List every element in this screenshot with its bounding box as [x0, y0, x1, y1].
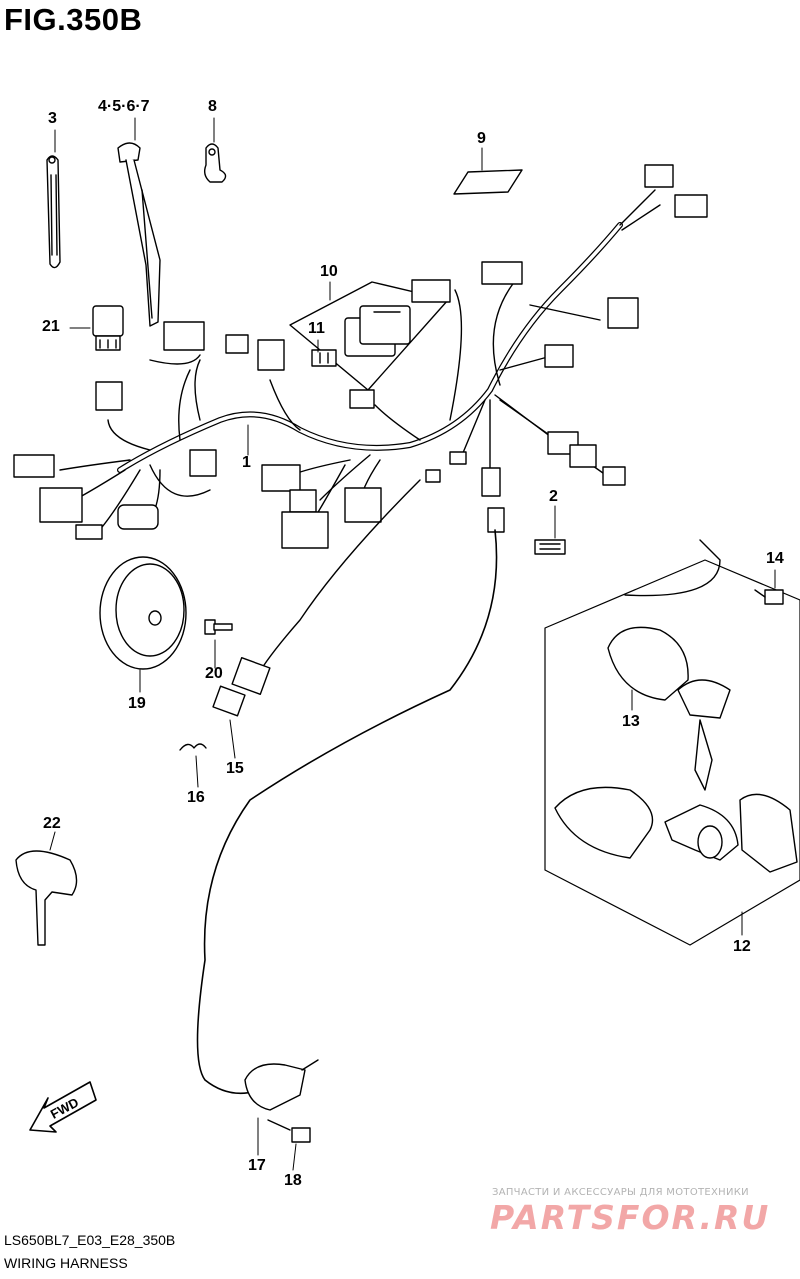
fwd-arrow-icon: FWD: [29, 1081, 97, 1133]
lock-set-box-part-12: [544, 559, 800, 946]
callout-21: 21: [42, 318, 60, 335]
label-part-9: [453, 169, 523, 195]
key-part-22: [15, 850, 78, 946]
screw-part-14: [754, 589, 784, 605]
callout-16: 16: [187, 789, 205, 806]
bolt-part-20: [204, 619, 233, 635]
callout-2: 2: [549, 488, 558, 505]
lock-cylinders: [554, 786, 798, 873]
callout-20: 20: [205, 665, 223, 682]
callout-22: 22: [43, 815, 61, 832]
diagram-section-title: WIRING HARNESS: [4, 1255, 128, 1271]
bolt-part-18: [267, 1119, 311, 1143]
callout-leaders: [49, 117, 776, 1171]
relay-box-part-10: [289, 281, 449, 391]
harness-connectors: [13, 164, 708, 549]
clamp-part-4-7: [117, 142, 161, 327]
relay-part-21: [92, 305, 124, 351]
callout-15: 15: [226, 760, 244, 777]
callout-4-7: 4·5·6·7: [98, 98, 150, 115]
clamp-part-8: [203, 143, 227, 183]
rear-switch-cable: [196, 529, 498, 1095]
switch-part-15: [179, 479, 421, 751]
callout-9: 9: [477, 130, 486, 147]
figure-title: FIG.350B: [4, 2, 143, 37]
diagram-code: LS650BL7_E03_E28_350B: [4, 1232, 176, 1248]
ignition-switch-part-13: [607, 539, 731, 791]
callout-10: 10: [320, 263, 338, 280]
callout-3: 3: [48, 110, 57, 127]
watermark-brand: PARTSFOR.RU: [490, 1198, 771, 1237]
fuse-part-11: [311, 349, 337, 367]
callout-14: 14: [766, 550, 784, 567]
callout-8: 8: [208, 98, 217, 115]
horn-part-19: [99, 556, 187, 670]
callout-17: 17: [248, 1157, 266, 1174]
switch-part-17: [244, 1059, 319, 1111]
callout-11: 11: [308, 320, 325, 337]
callout-1: 1: [242, 454, 251, 471]
callout-12: 12: [733, 938, 751, 955]
main-harness-part-1: [59, 189, 661, 536]
part-2-terminal: [534, 539, 566, 555]
watermark-tagline: ЗАПЧАСТИ И АКСЕССУАРЫ ДЛЯ МОТОТЕХНИКИ: [492, 1187, 749, 1198]
callout-18: 18: [284, 1172, 302, 1189]
cable-tie-part-3: [46, 155, 61, 269]
callout-19: 19: [128, 695, 146, 712]
callout-13: 13: [622, 713, 640, 730]
